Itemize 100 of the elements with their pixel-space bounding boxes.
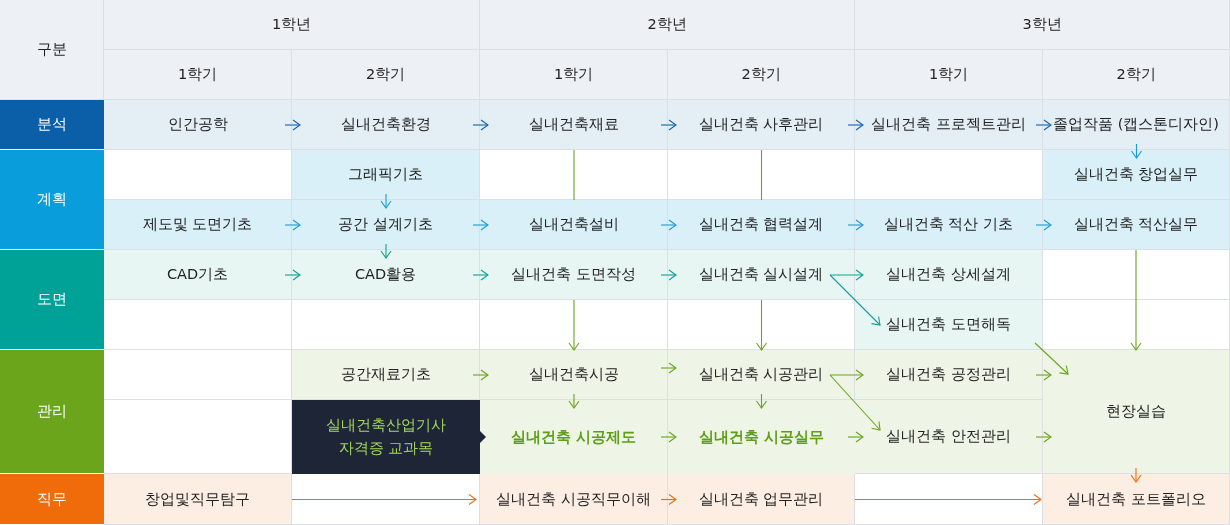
arrow <box>660 119 677 131</box>
course-box <box>1043 474 1230 525</box>
header-label: 1학년 <box>271 15 312 34</box>
course-name: 실내건축 시공제도 <box>510 427 637 447</box>
category-label: 도면 <box>37 290 67 309</box>
arrow <box>829 274 881 326</box>
certification-box <box>292 400 480 474</box>
course-name: 실내건축 창업실무 <box>1073 165 1199 184</box>
arrow <box>472 269 489 281</box>
course-box <box>668 400 855 474</box>
course-name: CAD기초 <box>166 265 229 284</box>
course-box <box>668 200 855 250</box>
arrow <box>829 369 864 381</box>
course-box <box>104 474 292 525</box>
arrow <box>847 119 864 131</box>
arrow <box>755 393 768 409</box>
course-box <box>292 100 480 150</box>
arrow <box>1035 219 1052 231</box>
course-name: 그래픽기초 <box>348 165 423 184</box>
course-box <box>855 300 1043 350</box>
arrow <box>284 119 301 131</box>
arrow <box>829 269 864 281</box>
arrow <box>1035 431 1052 443</box>
course-name: 실내건축 시공관리 <box>698 365 824 384</box>
header-label: 2학년 <box>647 15 687 34</box>
category-box <box>0 150 104 250</box>
course-name: 실내건축시공 <box>528 365 619 384</box>
course-name: 실내건축 업무관리 <box>698 489 824 509</box>
course-box <box>855 100 1043 150</box>
course-name: 실내건축 시공실무 <box>698 427 825 447</box>
arrow <box>660 493 677 506</box>
course-name: 제도및 도면기초 <box>142 215 253 234</box>
arrow <box>1130 249 1142 351</box>
arrow <box>284 219 301 231</box>
course-box <box>480 100 668 150</box>
arrow <box>660 362 677 374</box>
course-name: 공간 설계기초 <box>338 215 433 234</box>
arrow <box>568 393 580 409</box>
header-label: 1학기 <box>553 65 594 84</box>
arrow <box>1130 467 1142 483</box>
course-name: 공간재료기초 <box>340 365 431 384</box>
arrow <box>284 269 301 281</box>
arrow <box>472 119 489 131</box>
course-name: 실내건축 사후관리 <box>698 115 824 134</box>
header-label: 2학기 <box>741 65 781 84</box>
arrow <box>660 269 677 281</box>
course-name: 실내건축 안전관리 <box>886 427 1011 446</box>
course-name: 실내건축 도면해독 <box>886 315 1011 334</box>
course-box <box>668 100 855 150</box>
course-name: 실내건축 실시설계 <box>698 265 824 284</box>
arrow <box>380 243 392 259</box>
course-box <box>292 150 480 200</box>
course-name: 실내건축 도면작성 <box>511 265 636 284</box>
arrow <box>829 374 881 431</box>
course-name: 현장실습 <box>1106 402 1166 421</box>
header-box <box>104 50 292 100</box>
course-name: 실내건축 상세설계 <box>886 265 1011 284</box>
course-box <box>292 250 480 300</box>
course-name: 졸업작품 (캡스톤디자인) <box>1053 115 1219 134</box>
arrow <box>1035 369 1052 381</box>
course-box <box>480 250 668 300</box>
arrow <box>847 431 864 443</box>
course-box <box>1043 200 1230 250</box>
course-name: 실내건축 프로젝트관리 <box>871 115 1026 134</box>
course-name: CAD활용 <box>354 265 417 284</box>
course-box <box>855 400 1043 474</box>
course-name: 실내건축환경 <box>340 115 431 134</box>
course-box <box>668 250 855 300</box>
course-name: 실내건축설비 <box>528 215 619 234</box>
arrow <box>291 493 477 506</box>
course-name: 실내건축 적산 기초 <box>883 215 1014 234</box>
connector-line <box>573 149 575 201</box>
arrow <box>1034 342 1069 375</box>
course-box <box>292 350 480 400</box>
course-box <box>855 350 1043 400</box>
course-name: 실내건축 공정관리 <box>886 365 1011 384</box>
category-box <box>0 350 104 474</box>
course-box <box>480 200 668 250</box>
category-box <box>0 250 104 350</box>
course-name: 실내건축 협력설계 <box>698 215 824 234</box>
category-box <box>0 474 104 525</box>
dotted-group-box <box>480 400 855 474</box>
arrow <box>1130 143 1143 159</box>
course-box <box>104 100 292 150</box>
category-box <box>0 100 104 150</box>
arrow <box>847 219 864 231</box>
category-label: 계획 <box>37 190 67 209</box>
header-label: 3학년 <box>1022 15 1062 34</box>
course-box <box>480 350 668 400</box>
header-label: 1학기 <box>177 65 218 84</box>
arrow <box>568 299 580 351</box>
category-label: 직무 <box>37 489 67 509</box>
certification-label: 실내건축산업기사 자격증 교과목 <box>325 415 447 458</box>
course-name: 실내건축재료 <box>528 115 619 134</box>
category-label: 관리 <box>37 402 67 421</box>
course-box <box>668 350 855 400</box>
arrow <box>472 219 489 231</box>
header-label: 2학기 <box>1116 65 1156 84</box>
course-box <box>104 250 292 300</box>
course-box <box>1043 150 1230 200</box>
